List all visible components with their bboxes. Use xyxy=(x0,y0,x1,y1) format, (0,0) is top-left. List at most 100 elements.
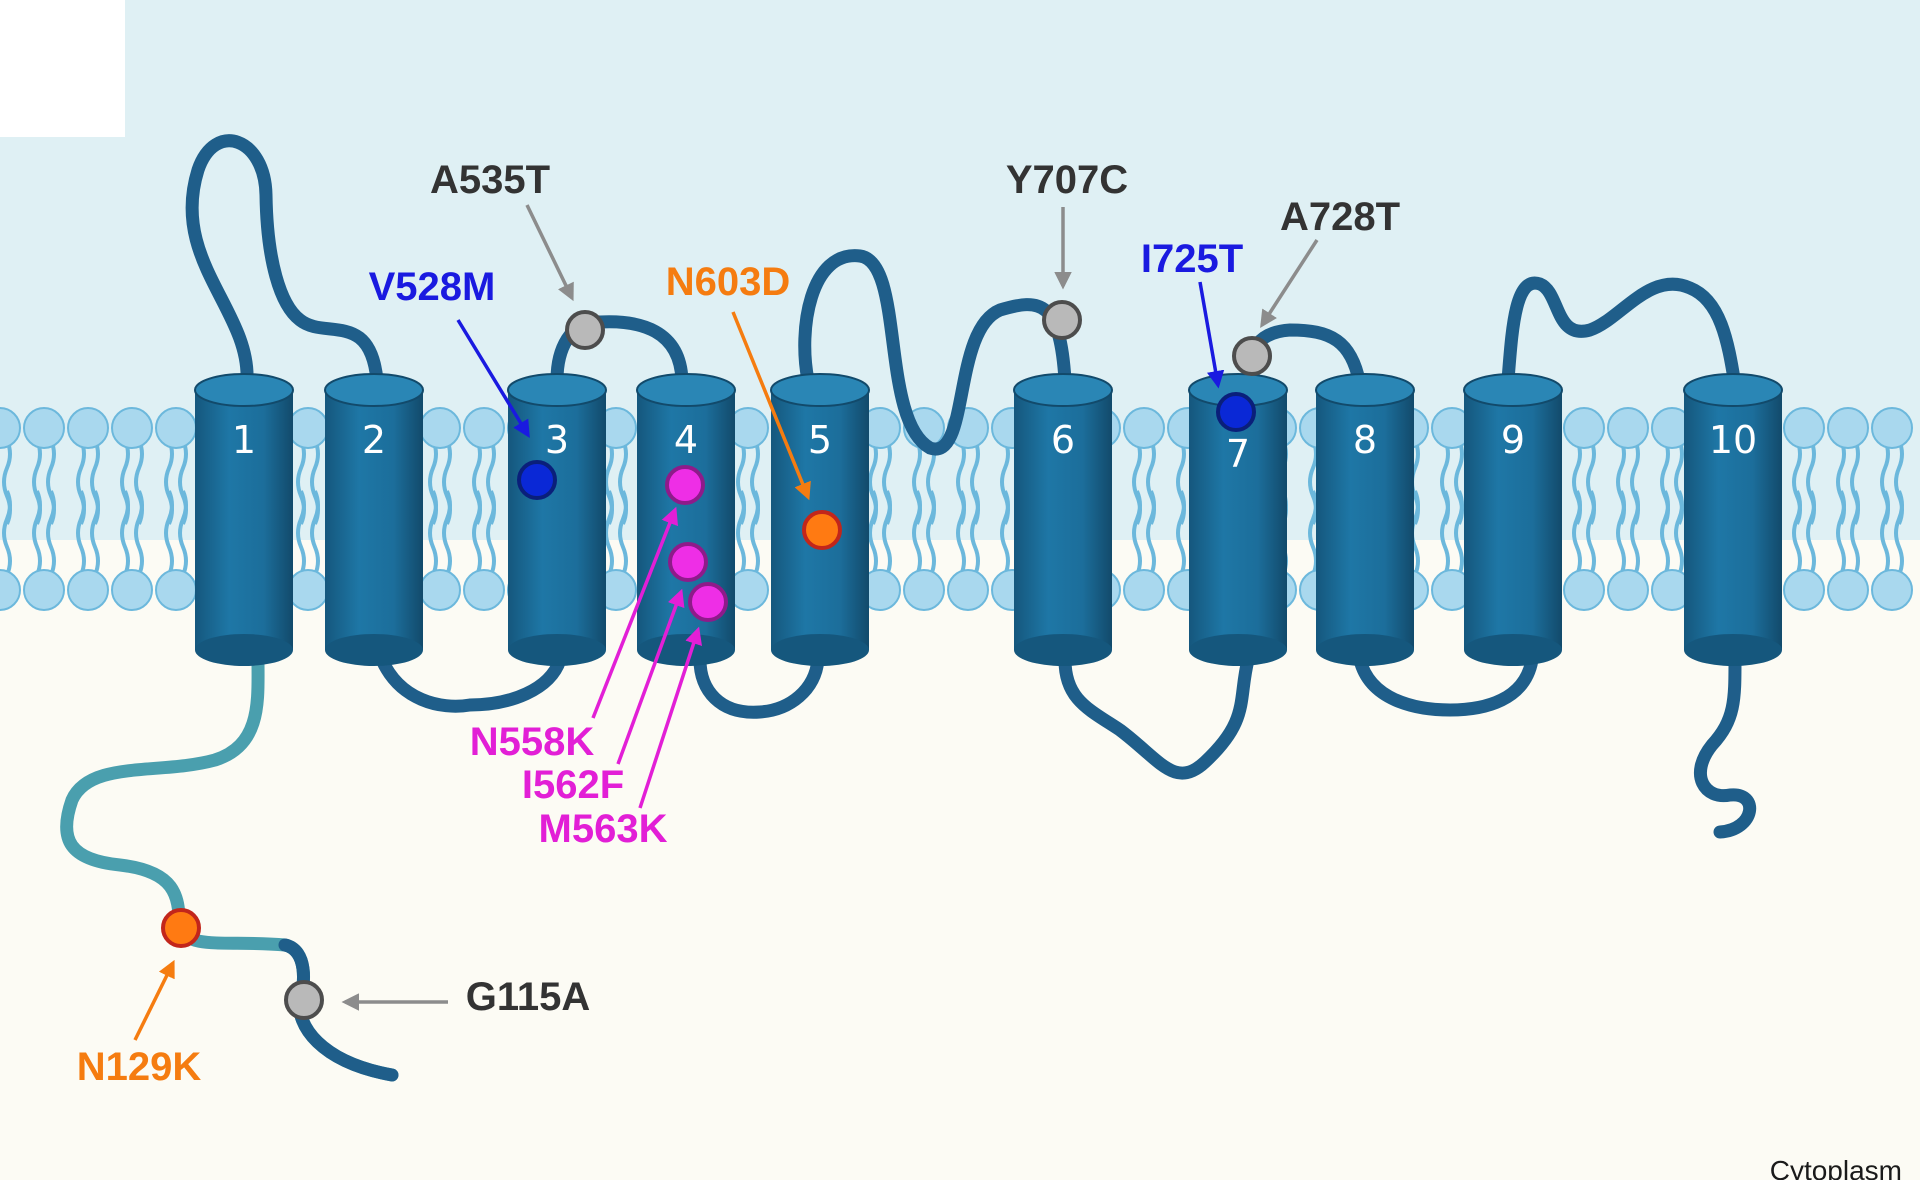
lipid-head xyxy=(419,569,461,611)
variant-arrow-n558k xyxy=(591,506,679,719)
variant-site-a728t xyxy=(1232,336,1272,376)
variant-label-m563k: M563K xyxy=(539,807,668,851)
variant-arrow-n129k xyxy=(133,959,175,1041)
helix-number: 10 xyxy=(1709,418,1757,462)
lipid-tail xyxy=(1630,490,1640,576)
lipid-tail xyxy=(1454,490,1464,576)
lipid-head xyxy=(1827,407,1869,449)
lipid-tail xyxy=(970,490,980,576)
lipid-tail xyxy=(1440,490,1450,576)
lipid-tail xyxy=(618,490,628,576)
lipid-head xyxy=(1607,569,1649,611)
helix-bottom xyxy=(325,634,423,666)
helix-9: 9 xyxy=(1463,373,1563,666)
lipid-head xyxy=(287,407,329,449)
lipid-tail xyxy=(1792,490,1802,576)
lipid-head xyxy=(23,569,65,611)
helix-body xyxy=(325,390,423,650)
lipid-tail xyxy=(428,490,438,576)
lipid-head xyxy=(1871,407,1913,449)
helix-8: 8 xyxy=(1315,373,1415,666)
lipid-head xyxy=(1123,407,1165,449)
variant-arrow-i562f xyxy=(616,588,685,765)
lipid-tail xyxy=(76,490,86,576)
lipid-head xyxy=(1607,407,1649,449)
helix-2: 2 xyxy=(324,373,424,666)
lipid-tail xyxy=(1674,490,1684,576)
variant-label-v528m: V528M xyxy=(369,265,496,309)
lipid-tail xyxy=(1000,490,1010,576)
lipid-tail xyxy=(868,490,878,576)
helix-number: 8 xyxy=(1353,418,1377,462)
lipid-tail xyxy=(1880,490,1890,576)
helix-bottom xyxy=(1464,634,1562,666)
helix-body xyxy=(1684,390,1782,650)
variant-arrows xyxy=(133,204,1319,1041)
helix-top xyxy=(507,373,607,407)
helix-bottom xyxy=(1684,634,1782,666)
helix-bottom xyxy=(508,634,606,666)
variant-site-v528m xyxy=(517,460,557,500)
lipid-head xyxy=(0,569,21,611)
lipid-head xyxy=(155,569,197,611)
helix-bottom xyxy=(771,634,869,666)
variant-label-g115a: G115A xyxy=(466,975,591,1019)
helix-top xyxy=(636,373,736,407)
lipid-tail xyxy=(750,490,760,576)
variant-label-a535t: A535T xyxy=(430,158,550,202)
helix-top xyxy=(1683,373,1783,407)
variant-label-i562f: I562F xyxy=(522,763,624,807)
helix-body xyxy=(1464,390,1562,650)
lipid-tail xyxy=(1836,490,1846,576)
lipid-head xyxy=(1783,569,1825,611)
lipid-tail xyxy=(736,490,746,576)
lipid-tail xyxy=(2,490,12,576)
lipid-head xyxy=(1563,407,1605,449)
lipid-head xyxy=(111,407,153,449)
helix-body xyxy=(1014,390,1112,650)
helix-bottom xyxy=(1316,634,1414,666)
loop-6-7 xyxy=(1058,653,1255,780)
extracellular-region xyxy=(0,0,1920,540)
helix-number: 4 xyxy=(674,418,698,462)
lipid-head xyxy=(463,407,505,449)
variant-sites xyxy=(161,300,1272,1020)
variant-site-a535t xyxy=(565,310,605,350)
lipid-tail xyxy=(1660,490,1670,576)
lipid-tail xyxy=(178,490,188,576)
lipid-tail xyxy=(882,490,892,576)
lipid-tail xyxy=(310,490,320,576)
helix-body xyxy=(1189,390,1287,650)
lipid-tail xyxy=(486,490,496,576)
lipid-head xyxy=(0,407,21,449)
helix-number: 6 xyxy=(1051,418,1075,462)
lipid-head xyxy=(111,569,153,611)
helix-number: 9 xyxy=(1501,418,1525,462)
helix-number: 5 xyxy=(808,418,832,462)
lipid-tail xyxy=(1146,490,1156,576)
helix-body xyxy=(1316,390,1414,650)
lipid-tail xyxy=(1850,490,1860,576)
lipid-tail xyxy=(912,490,922,576)
variant-arrow-m563k xyxy=(638,626,702,809)
variant-label-n129k: N129K xyxy=(77,1045,202,1089)
helix-bottom xyxy=(1189,634,1287,666)
lipid-head xyxy=(287,569,329,611)
variant-label-n558k: N558K xyxy=(470,720,595,764)
variant-site-n129k xyxy=(161,908,201,948)
helix-bottom xyxy=(1014,634,1112,666)
helix-number: 3 xyxy=(545,418,569,462)
lipid-tail xyxy=(1132,490,1142,576)
helix-number: 1 xyxy=(232,418,256,462)
loop-2-3 xyxy=(375,653,567,713)
lipid-tail xyxy=(164,490,174,576)
helix-body xyxy=(195,390,293,650)
lipid-head xyxy=(23,407,65,449)
lipid-head xyxy=(903,569,945,611)
lipid-head xyxy=(67,407,109,449)
variant-arrow-v528m xyxy=(456,319,530,438)
lipid-head xyxy=(1123,569,1165,611)
